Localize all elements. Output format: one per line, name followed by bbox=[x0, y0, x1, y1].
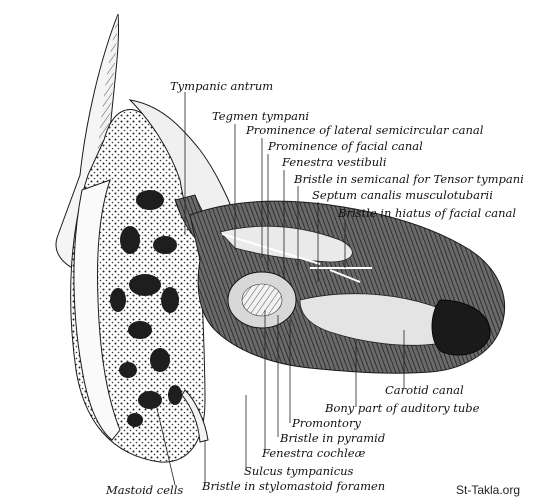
label-bristle-pyramid: Bristle in pyramid bbox=[279, 431, 385, 445]
label-mastoid-cells: Mastoid cells bbox=[105, 483, 183, 497]
label-promontory: Promontory bbox=[291, 416, 361, 430]
label-bony-part-tube: Bony part of auditory tube bbox=[324, 401, 480, 415]
promontory-inner bbox=[241, 283, 283, 317]
leader-lines bbox=[154, 92, 405, 486]
label-carotid-canal: Carotid canal bbox=[385, 383, 464, 397]
bone-spike-shading bbox=[96, 14, 118, 175]
bristle-white-3 bbox=[329, 269, 361, 283]
petrous-ridge bbox=[219, 225, 353, 263]
temporal-bone-drawing bbox=[55, 13, 506, 463]
label-tegmen-tympani: Tegmen tympani bbox=[212, 109, 309, 123]
label-prominence-facial-canal: Prominence of facial canal bbox=[267, 139, 423, 153]
label-tympanic-antrum: Tympanic antrum bbox=[170, 79, 273, 93]
label-fenestra-vestibuli: Fenestra vestibuli bbox=[281, 155, 387, 169]
mastoid-cell-clusters bbox=[110, 190, 182, 427]
label-septum-canalis: Septum canalis musculotubarii bbox=[312, 188, 493, 202]
label-fenestra-cochleae: Fenestra cochleæ bbox=[261, 446, 366, 460]
label-bristle-semicanal: Bristle in semicanal for Tensor tympani bbox=[293, 172, 524, 186]
labels: Tympanic antrum Tegmen tympani Prominenc… bbox=[105, 79, 524, 497]
label-sulcus-tympanicus: Sulcus tympanicus bbox=[244, 464, 354, 478]
cortex-band bbox=[73, 179, 121, 441]
label-prominence-lateral-canal: Prominence of lateral semicircular canal bbox=[245, 123, 484, 137]
watermark: St-Takla.org bbox=[456, 483, 520, 497]
lower-tympanic-lip bbox=[181, 389, 209, 443]
carotid-canal-shape bbox=[431, 299, 491, 356]
bristle-white-1 bbox=[221, 233, 321, 265]
label-bristle-hiatus: Bristle in hiatus of facial canal bbox=[337, 206, 516, 220]
label-bristle-stylomastoid: Bristle in stylomastoid foramen bbox=[201, 479, 385, 493]
